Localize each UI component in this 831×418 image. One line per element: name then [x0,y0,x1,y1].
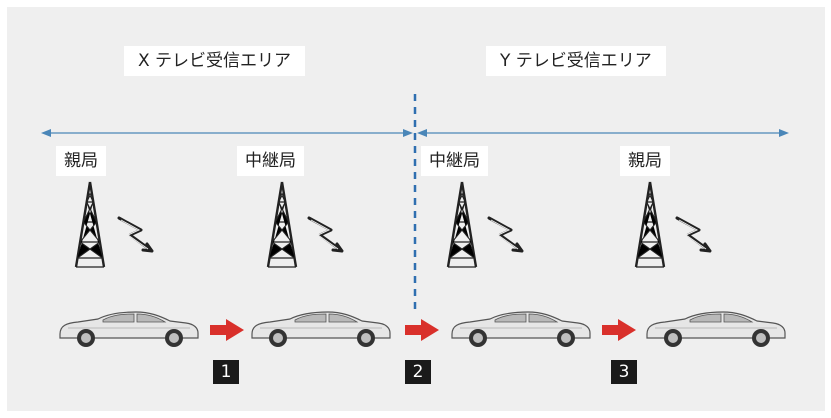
station-label-relay-y: 中継局 [421,146,488,176]
area-x-extent-arrow [41,129,413,137]
broadcast-tower-icon [634,180,666,269]
lightning-signal-icon [117,216,154,253]
station-label-parent-x: 親局 [56,146,106,176]
car-icon [451,311,591,348]
car-icon [59,311,199,348]
area-label-x: X テレビ受信エリア [124,46,306,76]
station-label-parent-y: 親局 [620,146,670,176]
broadcast-tower-icon [266,180,298,269]
broadcast-tower-icon [74,180,106,269]
car-icon [251,311,391,348]
lightning-signal-icon [487,216,524,253]
step-badge-1: 1 [213,360,239,384]
red-right-arrow-icon [405,319,439,341]
area-y-extent-arrow [417,129,789,137]
car-icon [646,311,786,348]
area-label-y: Y テレビ受信エリア [486,46,666,76]
red-right-arrow-icon [602,319,636,341]
step-badge-2: 2 [405,360,431,384]
red-right-arrow-icon [210,319,244,341]
station-label-relay-x: 中継局 [237,146,304,176]
broadcast-tower-icon [446,180,478,269]
step-badge-3: 3 [611,360,637,384]
lightning-signal-icon [307,216,344,253]
lightning-signal-icon [675,216,712,253]
